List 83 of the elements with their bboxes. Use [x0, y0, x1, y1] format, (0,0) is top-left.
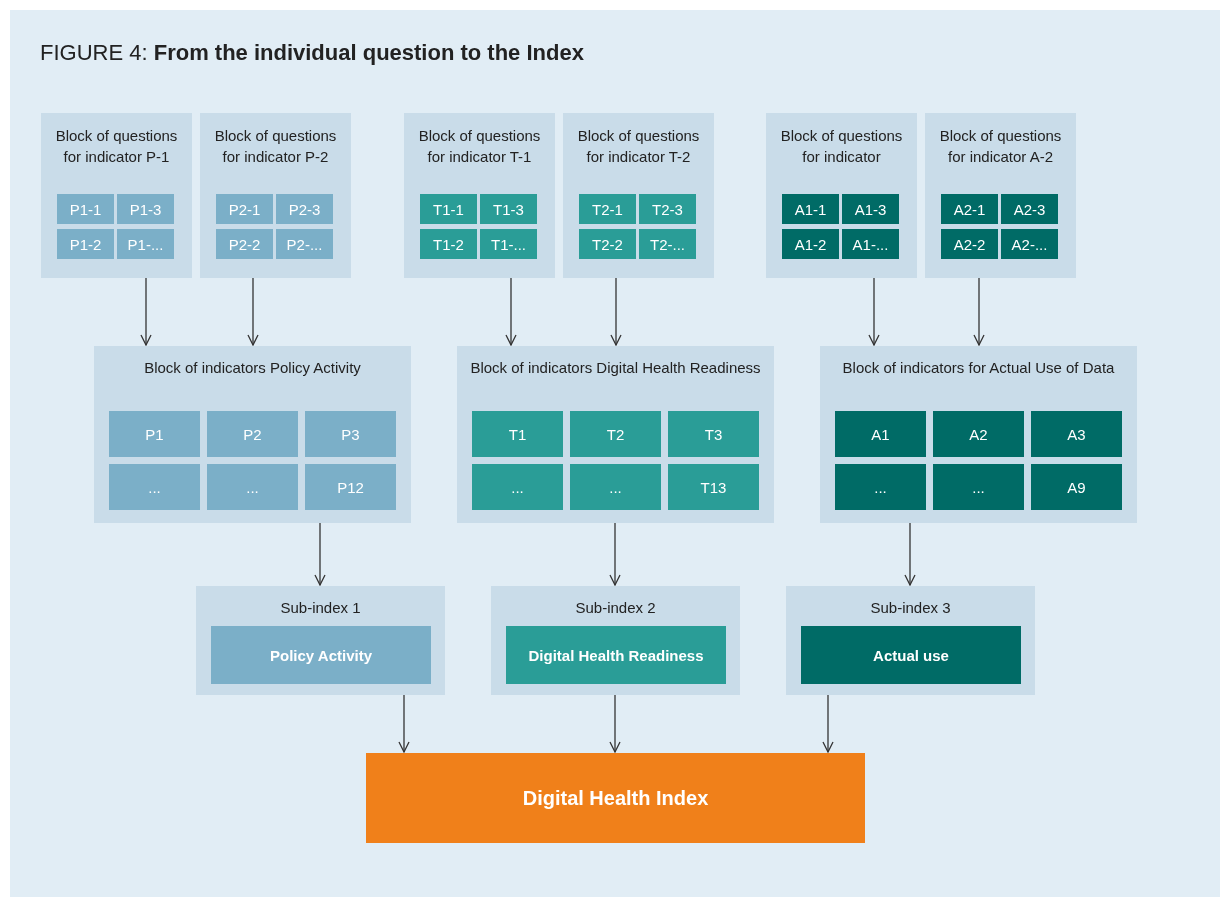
question-cell: T1-1: [420, 194, 477, 224]
arrow: [610, 277, 622, 346]
indicator-cell: A1: [835, 411, 926, 457]
indicator-cell: T2: [570, 411, 661, 457]
indicator-cell: ...: [207, 464, 298, 510]
indicator-cell: T13: [668, 464, 759, 510]
question-cell: P2-3: [276, 194, 333, 224]
arrow: [314, 522, 326, 586]
indicator-block: [457, 346, 774, 523]
question-cell: P2-...: [276, 229, 333, 259]
sub-index-box: Actual use: [801, 626, 1021, 684]
question-cell: P1-3: [117, 194, 174, 224]
sub-index-box: Policy Activity: [211, 626, 431, 684]
arrow: [822, 694, 834, 753]
indicator-cell: P12: [305, 464, 396, 510]
question-block: [766, 113, 917, 278]
question-cell: T2-3: [639, 194, 696, 224]
arrow: [609, 694, 621, 753]
arrow: [904, 522, 916, 586]
question-block: [563, 113, 714, 278]
question-cell: P1-1: [57, 194, 114, 224]
indicator-cell: T1: [472, 411, 563, 457]
block-heading: Block of indicators Digital Health Readiness: [469, 358, 762, 378]
arrow: [398, 694, 410, 753]
sub-index-box: Digital Health Readiness: [506, 626, 726, 684]
question-cell: A2-2: [941, 229, 998, 259]
index-box: Digital Health Index: [366, 753, 865, 843]
question-cell: A2-...: [1001, 229, 1058, 259]
indicator-cell: ...: [109, 464, 200, 510]
sub-index-block: [786, 586, 1035, 695]
block-heading: Block of indicators for Actual Use of Data: [841, 358, 1116, 378]
block-heading: Block of questions for indicator A-2: [938, 126, 1063, 167]
question-block: [200, 113, 351, 278]
question-block: [404, 113, 555, 278]
question-cell: T2-1: [579, 194, 636, 224]
arrow: [609, 522, 621, 586]
block-heading: Block of questions for indicator T-2: [576, 126, 701, 167]
question-cell: T2-...: [639, 229, 696, 259]
figure-title: FIGURE 4: From the individual question to the Index: [40, 40, 584, 66]
indicator-cell: A9: [1031, 464, 1122, 510]
indicator-cell: A2: [933, 411, 1024, 457]
block-heading: Block of questions for indicator T-1: [417, 126, 542, 167]
indicator-cell: A3: [1031, 411, 1122, 457]
indicator-block: [820, 346, 1137, 523]
block-heading: Block of questions for indicator P-1: [54, 126, 179, 167]
question-cell: P1-2: [57, 229, 114, 259]
question-cell: A2-1: [941, 194, 998, 224]
indicator-cell: P3: [305, 411, 396, 457]
block-heading: Sub-index 1: [279, 598, 362, 618]
sub-index-block: [491, 586, 740, 695]
indicator-cell: ...: [933, 464, 1024, 510]
indicator-cell: ...: [835, 464, 926, 510]
block-heading: Sub-index 2: [574, 598, 657, 618]
indicator-block: [94, 346, 411, 523]
question-cell: T1-...: [480, 229, 537, 259]
indicator-cell: ...: [472, 464, 563, 510]
arrow: [247, 277, 259, 346]
question-cell: P1-...: [117, 229, 174, 259]
block-heading: Block of questions for indicator: [779, 126, 904, 167]
indicator-cell: T3: [668, 411, 759, 457]
indicator-cell: ...: [570, 464, 661, 510]
question-cell: P2-1: [216, 194, 273, 224]
question-cell: P2-2: [216, 229, 273, 259]
question-cell: A2-3: [1001, 194, 1058, 224]
block-heading: Block of questions for indicator P-2: [213, 126, 338, 167]
block-heading: Sub-index 3: [869, 598, 952, 618]
question-cell: A1-2: [782, 229, 839, 259]
arrow: [973, 277, 985, 346]
arrow: [505, 277, 517, 346]
question-cell: T1-2: [420, 229, 477, 259]
sub-index-block: [196, 586, 445, 695]
arrow: [140, 277, 152, 346]
question-block: [41, 113, 192, 278]
indicator-cell: P2: [207, 411, 298, 457]
arrow: [868, 277, 880, 346]
question-cell: A1-1: [782, 194, 839, 224]
question-cell: A1-...: [842, 229, 899, 259]
block-heading: Block of indicators Policy Activity: [143, 358, 362, 378]
question-cell: T1-3: [480, 194, 537, 224]
question-block: [925, 113, 1076, 278]
question-cell: A1-3: [842, 194, 899, 224]
indicator-cell: P1: [109, 411, 200, 457]
question-cell: T2-2: [579, 229, 636, 259]
